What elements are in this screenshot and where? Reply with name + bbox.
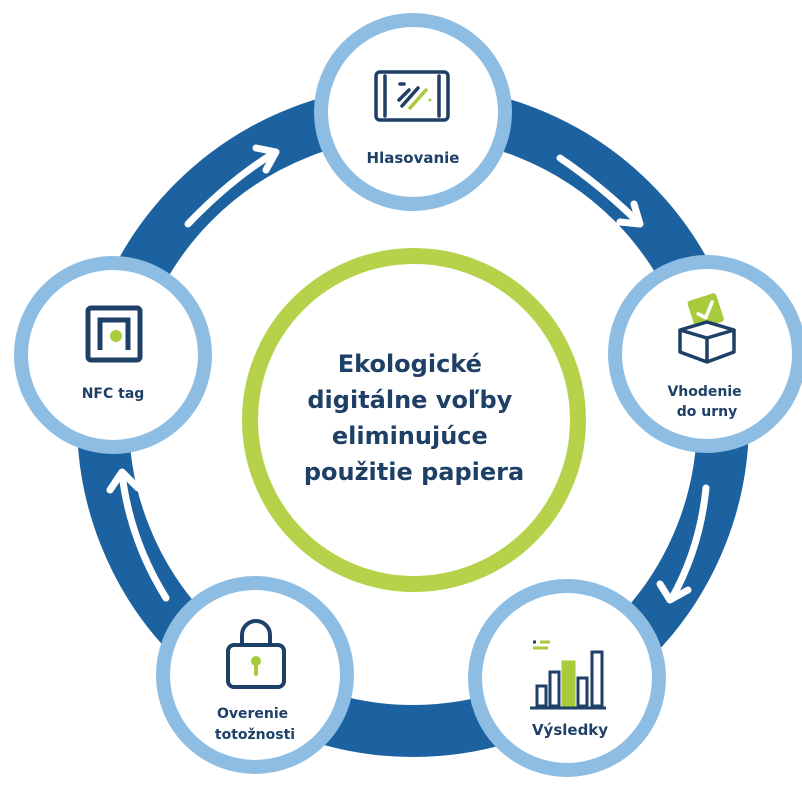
svg-text:Overenie totožnosti: Overenie totožnosti	[215, 706, 295, 743]
ballot-box-icon	[678, 293, 736, 364]
arrow-hlasovanie-to-vhodenie	[556, 154, 644, 228]
node-nfc: NFC tag	[14, 256, 212, 454]
center-line-3: eliminujúce	[332, 422, 488, 450]
node-label-hlasovanie: Hlasovanie	[367, 149, 460, 167]
node-label-overenie-line-1: Overenie	[217, 706, 288, 722]
padlock-icon	[226, 619, 286, 689]
arrow-overenie-to-nfc	[106, 468, 170, 602]
node-vysledky: Výsledky	[468, 579, 666, 777]
svg-text:Vhodenie do urny: Vhodenie do urny	[667, 384, 746, 420]
nfc-tag-icon	[85, 305, 143, 363]
node-label-vhodenie-line-1: Vhodenie	[667, 384, 741, 400]
bar-chart-icon	[530, 640, 606, 710]
node-label-vhodenie-line-2: do urny	[677, 404, 737, 420]
node-label-nfc: NFC tag	[82, 386, 145, 402]
center-line-1: Ekologické	[338, 350, 482, 378]
node-label-vysledky: Výsledky	[532, 721, 608, 739]
center-line-2: digitálne voľby	[307, 386, 512, 414]
center-circle: Ekologické digitálne voľby eliminujúce p…	[242, 248, 586, 592]
center-line-4: použitie papiera	[304, 458, 524, 486]
node-label-overenie-line-2: totožnosti	[215, 727, 295, 743]
arrow-vhodenie-to-vysledky	[656, 484, 710, 604]
arrow-nfc-to-hlasovanie	[184, 144, 280, 228]
tablet-icon	[374, 70, 450, 122]
cycle-arrows	[106, 144, 710, 604]
node-overenie: Overenie totožnosti	[156, 576, 354, 774]
svg-text:Ekologické digitálne voľ: Ekologické digitálne voľby eliminujúce p…	[304, 350, 524, 486]
node-vhodenie: Vhodenie do urny	[608, 255, 802, 453]
node-hlasovanie: Hlasovanie	[314, 13, 512, 211]
